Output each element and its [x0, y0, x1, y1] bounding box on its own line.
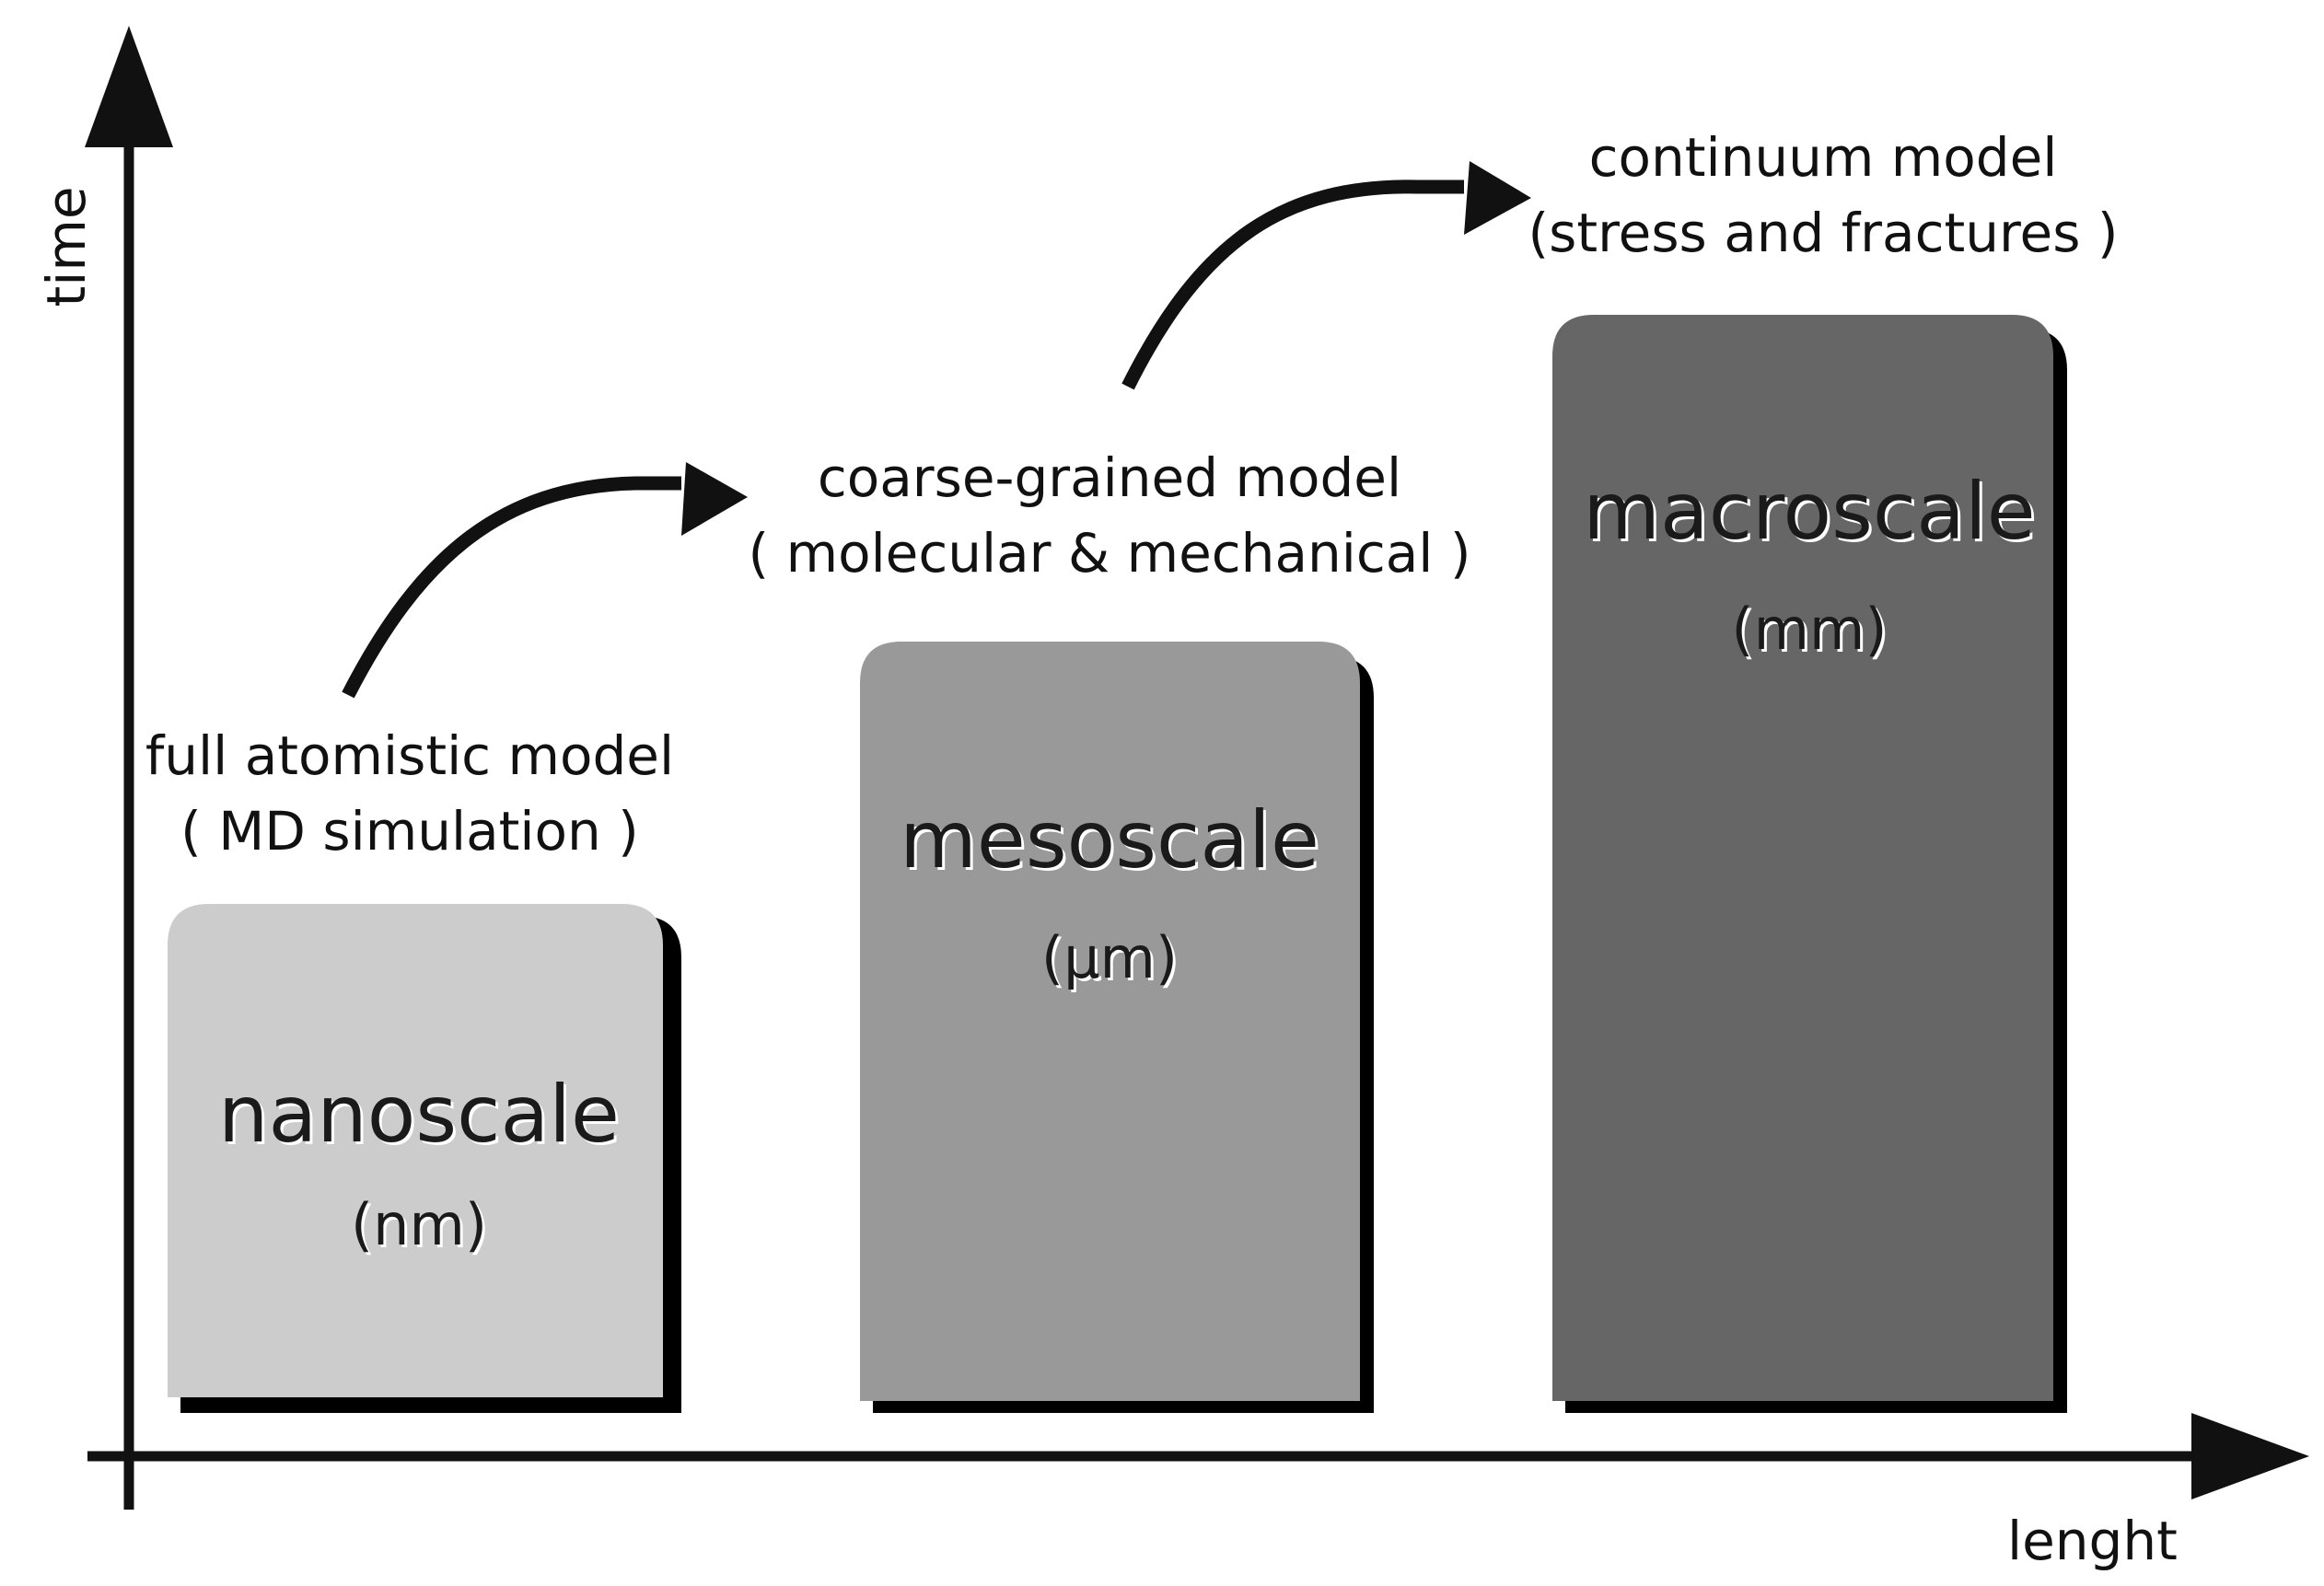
- y-axis-label: time: [35, 186, 98, 307]
- nanoscale-model-method: ( MD simulation ): [180, 800, 639, 862]
- macroscale-name: macroscale: [1583, 466, 2036, 558]
- mesoscale-unit: (μm): [1040, 924, 1179, 991]
- x-axis-label: lenght: [2007, 1510, 2178, 1572]
- nanoscale-model-name: full atomistic model: [145, 724, 675, 787]
- macroscale-block: [1552, 315, 2053, 1401]
- mesoscale-model-method: ( molecular & mechanical ): [748, 522, 1471, 585]
- nanoscale-block: [168, 904, 663, 1397]
- arrow-nano-to-meso-head: [681, 462, 748, 536]
- arrow-meso-to-macro: [1121, 179, 1464, 390]
- nanoscale-model-label: full atomistic model ( MD simulation ): [145, 718, 674, 869]
- macroscale-model-name: continuum model: [1588, 126, 2058, 189]
- arrow-nano-to-meso: [342, 476, 681, 699]
- macroscale-unit: (mm): [1731, 596, 1888, 663]
- x-axis-arrowhead: [2191, 1413, 2309, 1499]
- macroscale-model-label: continuum model (stress and fractures ): [1528, 120, 2118, 271]
- y-axis-arrowhead: [85, 26, 173, 147]
- arrow-meso-to-macro-head: [1464, 161, 1531, 235]
- mesoscale-model-label: coarse-grained model ( molecular & mecha…: [749, 440, 1471, 591]
- mesoscale-block: [860, 642, 1360, 1401]
- mesoscale-name: mesoscale: [900, 794, 1319, 886]
- macroscale-model-method: (stress and fractures ): [1528, 202, 2119, 264]
- nanoscale-name: nanoscale: [218, 1069, 620, 1161]
- nanoscale-unit: (nm): [350, 1191, 488, 1258]
- mesoscale-model-name: coarse-grained model: [817, 446, 1402, 509]
